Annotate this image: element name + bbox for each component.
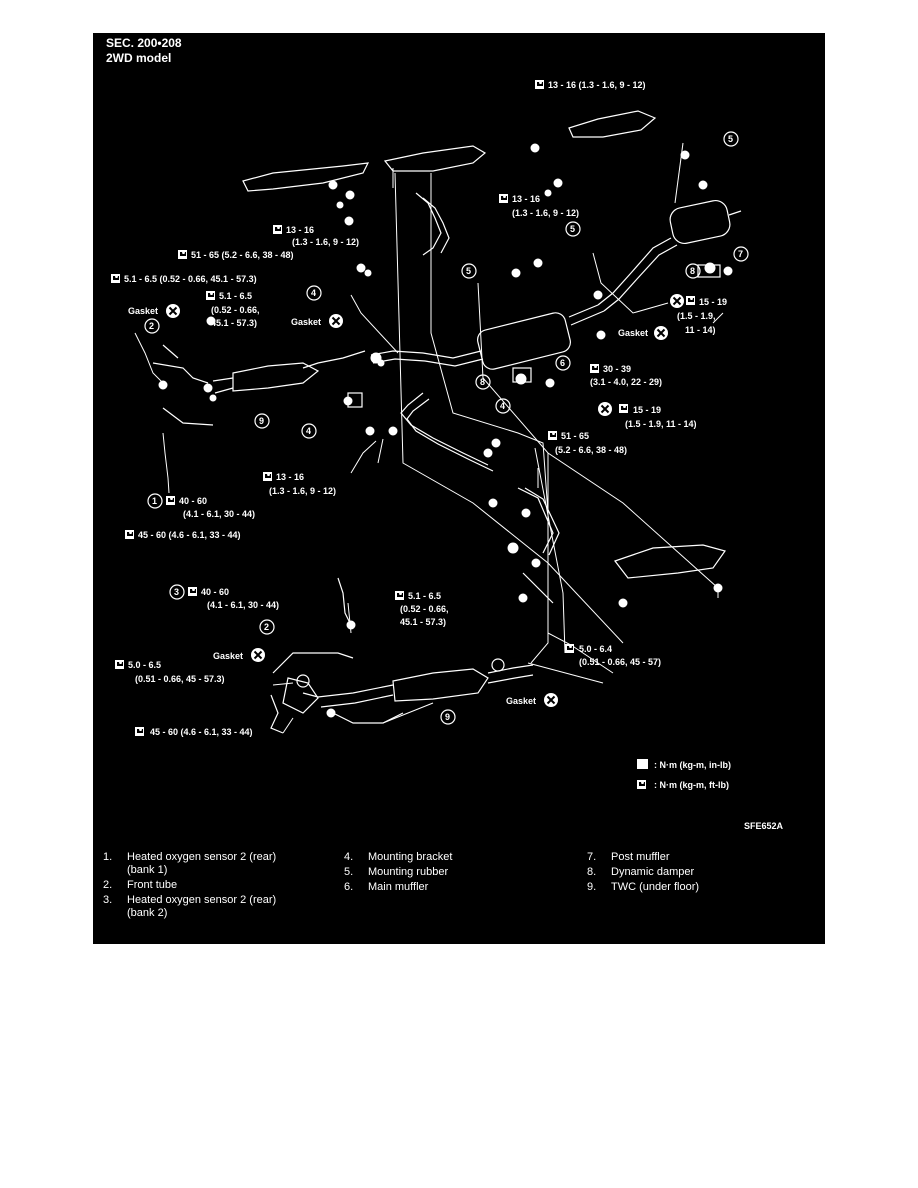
svg-text:5: 5 (570, 224, 575, 234)
torque-t16a: 5.0 - 6.5 (128, 660, 161, 670)
torque-t1: 13 - 16 (1.3 - 1.6, 9 - 12) (548, 80, 646, 90)
callout-2b: 2 (259, 619, 275, 635)
torque-t10b: (5.2 - 6.6, 38 - 48) (555, 445, 627, 455)
torque-t5: 5.1 - 6.5 (0.52 - 0.66, 45.1 - 57.3) (124, 274, 257, 284)
heat-shield-left (242, 162, 370, 192)
exhaust-diagram: SEC. 200•208 2WD model (106, 36, 784, 831)
svg-text:Gasket: Gasket (128, 306, 158, 316)
model-label: 2WD model (106, 51, 171, 65)
post-muffler (669, 199, 731, 245)
figure-code: SFE652A (744, 821, 784, 831)
torque-t6c: 45.1 - 57.3) (211, 318, 257, 328)
unit-inlb: : N·m (kg-m, in-lb) (654, 760, 731, 770)
main-muffler (477, 312, 571, 370)
callout-4c: 4 (495, 398, 511, 414)
heat-shield-rear (614, 544, 726, 579)
heat-shield-center (383, 145, 487, 172)
torque-t11a: 13 - 16 (276, 472, 304, 482)
svg-text:5: 5 (466, 266, 471, 276)
torque-t3b: (1.3 - 1.6, 9 - 12) (292, 237, 359, 247)
torque-t16b: (0.51 - 0.66, 45 - 57.3) (135, 674, 225, 684)
svg-text:7: 7 (738, 249, 743, 259)
svg-text:5: 5 (728, 134, 733, 144)
svg-text:8: 8 (480, 377, 485, 387)
callout-4a: 4 (306, 285, 322, 301)
callout-1: 1 (147, 493, 163, 509)
svg-text:Gasket: Gasket (213, 651, 243, 661)
callout-5b: 5 (565, 221, 581, 237)
svg-text:Gasket: Gasket (291, 317, 321, 327)
twc-lower (392, 668, 489, 702)
section-code: SEC. 200•208 (106, 36, 182, 50)
torque-t2b: (1.3 - 1.6, 9 - 12) (512, 208, 579, 218)
torque-t15c: 45.1 - 57.3) (400, 617, 446, 627)
torque-t8a: 30 - 39 (603, 364, 631, 374)
callout-3: 3 (169, 584, 185, 600)
torque-t10a: 51 - 65 (561, 431, 589, 441)
svg-text:Gasket: Gasket (506, 696, 536, 706)
torque-t6a: 5.1 - 6.5 (219, 291, 252, 301)
svg-text:4: 4 (306, 426, 311, 436)
gasket-label-1: Gasket (128, 303, 181, 319)
torque-t14a: 40 - 60 (201, 587, 229, 597)
gasket-label-5: Gasket (506, 692, 559, 708)
torque-t7c: 11 - 14) (685, 325, 716, 335)
torque-t18: 45 - 60 (4.6 - 6.1, 33 - 44) (150, 727, 253, 737)
torque-t7b: (1.5 - 1.9, (677, 311, 716, 321)
svg-text:Gasket: Gasket (618, 328, 648, 338)
svg-text:4: 4 (311, 288, 316, 298)
svg-text:3: 3 (174, 587, 179, 597)
torque-t15a: 5.1 - 6.5 (408, 591, 441, 601)
torque-t3a: 13 - 16 (286, 225, 314, 235)
callout-9a: 9 (254, 413, 270, 429)
callout-7: 7 (733, 246, 749, 262)
callout-6: 6 (555, 355, 571, 371)
torque-t12b: (4.1 - 6.1, 30 - 44) (183, 509, 255, 519)
torque-t11b: (1.3 - 1.6, 9 - 12) (269, 486, 336, 496)
callout-4b: 4 (301, 423, 317, 439)
torque-t9a: 15 - 19 (633, 405, 661, 415)
torque-t6b: (0.52 - 0.66, (211, 305, 260, 315)
heat-shield-right (568, 110, 657, 138)
twc-upper (232, 362, 320, 392)
torque-t8b: (3.1 - 4.0, 22 - 29) (590, 377, 662, 387)
torque-t12a: 40 - 60 (179, 496, 207, 506)
torque-t14b: (4.1 - 6.1, 30 - 44) (207, 600, 279, 610)
callout-8b: 8 (475, 374, 491, 390)
svg-text:9: 9 (259, 416, 264, 426)
svg-text:2: 2 (264, 622, 269, 632)
torque-t9b: (1.5 - 1.9, 11 - 14) (625, 419, 697, 429)
torque-t7a: 15 - 19 (699, 297, 727, 307)
svg-text:6: 6 (560, 358, 565, 368)
gasket-label-2: Gasket (291, 313, 344, 329)
torque-t4: 51 - 65 (5.2 - 6.6, 38 - 48) (191, 250, 294, 260)
svg-text:2: 2 (149, 321, 154, 331)
callout-5c: 5 (461, 263, 477, 279)
svg-text:9: 9 (445, 712, 450, 722)
unit-ftlb: : N·m (kg-m, ft-lb) (654, 780, 729, 790)
torque-t13: 45 - 60 (4.6 - 6.1, 33 - 44) (138, 530, 241, 540)
callout-9b: 9 (440, 709, 456, 725)
torque-t15b: (0.52 - 0.66, (400, 604, 449, 614)
svg-text:4: 4 (500, 401, 505, 411)
svg-text:8: 8 (690, 266, 695, 276)
gasket-label-4: Gasket (213, 647, 266, 663)
gasket-label-3: Gasket (618, 325, 669, 341)
rear-tube (597, 237, 672, 306)
svg-text:1: 1 (152, 496, 157, 506)
torque-t17a: 5.0 - 6.4 (579, 644, 612, 654)
diagram-panel: SEC. 200•208 2WD model (93, 33, 825, 944)
torque-t2a: 13 - 16 (512, 194, 540, 204)
torque-t17b: (0.51 - 0.66, 45 - 57) (579, 657, 661, 667)
callout-5a: 5 (723, 131, 739, 147)
callout-8a: 8 (685, 263, 701, 279)
callout-2a: 2 (144, 318, 160, 334)
